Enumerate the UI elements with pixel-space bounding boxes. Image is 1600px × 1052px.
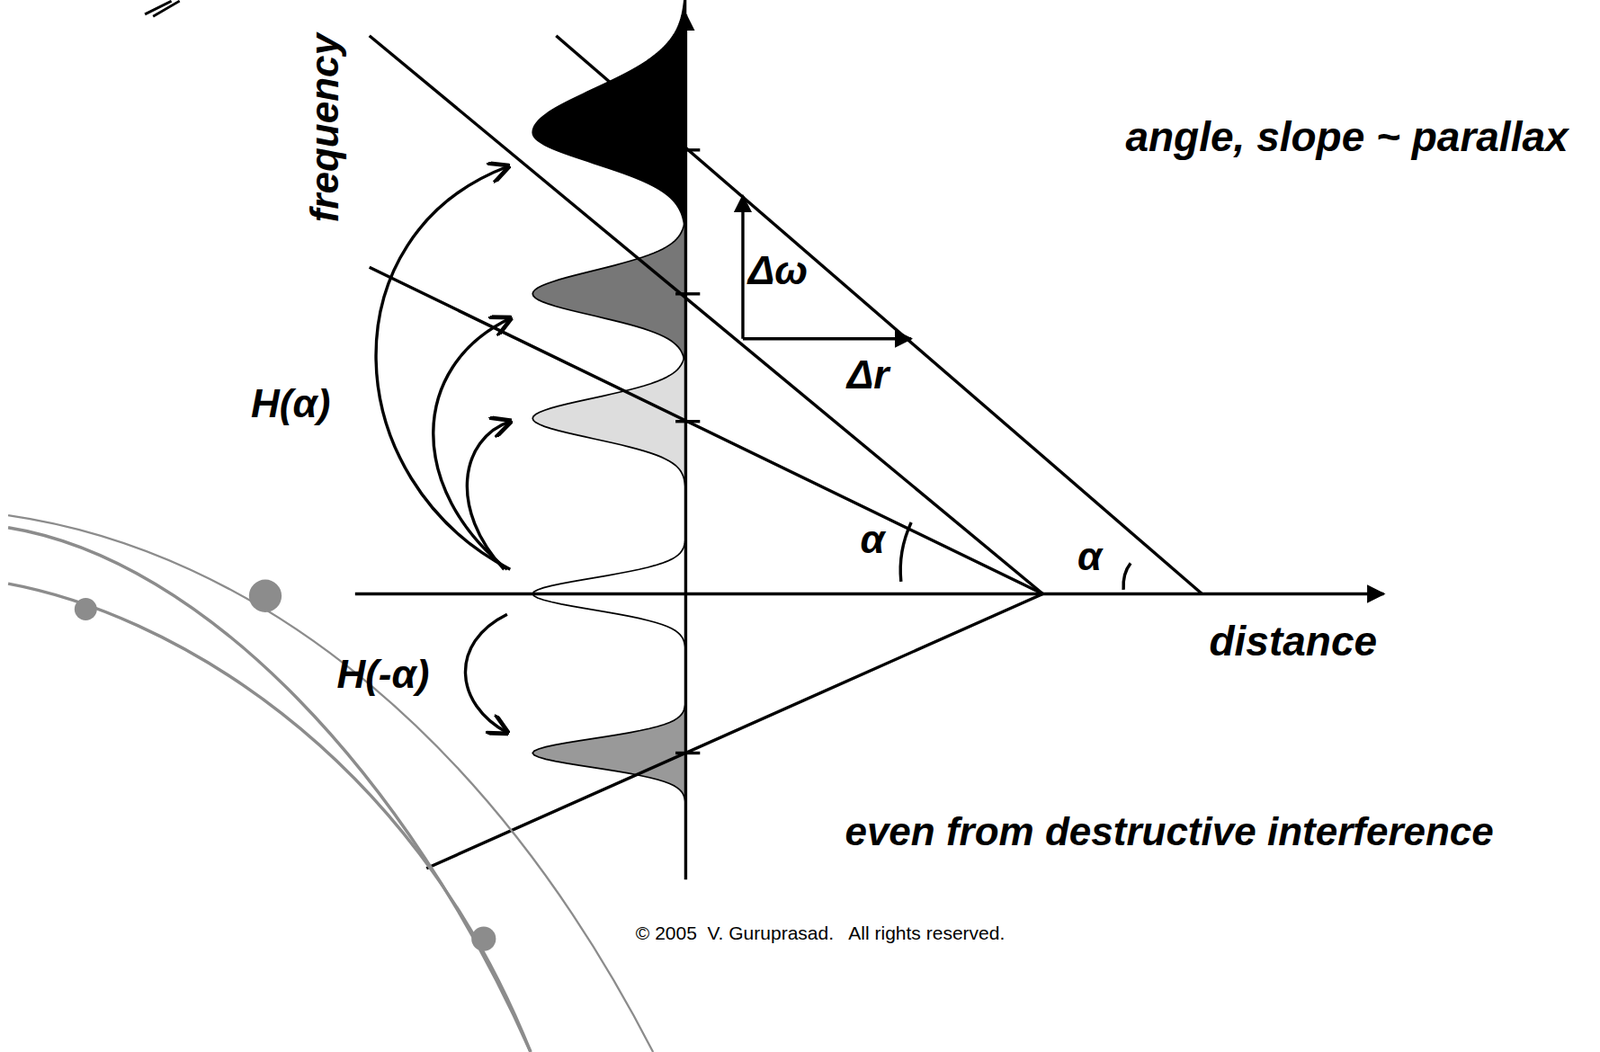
tick	[675, 292, 700, 295]
angle-label: α	[859, 518, 885, 562]
tick	[675, 751, 700, 755]
frequency-axis	[684, 14, 688, 880]
delta-omega-arrow	[741, 196, 744, 340]
planet	[471, 926, 496, 951]
dimension-label: Δω	[748, 249, 808, 293]
spectrum-curve	[532, 0, 686, 262]
copyright: © 2005 V. Guruprasad. All rights reserve…	[635, 922, 1005, 944]
orbits	[8, 515, 653, 1052]
orbit	[8, 515, 653, 1052]
tick	[675, 148, 700, 152]
transform-arrow	[433, 318, 511, 570]
angle-label: α	[1077, 535, 1102, 579]
transform-arrow	[375, 166, 510, 570]
transform-arrow	[466, 421, 510, 571]
axis-label: frequency	[303, 33, 347, 223]
angle-mark	[900, 522, 912, 582]
angle-mark	[1123, 563, 1131, 590]
dimension-label: Δr	[847, 353, 890, 397]
delta-r-arrow	[742, 337, 912, 340]
note: even from destructive interference	[844, 810, 1493, 854]
slope-line	[369, 35, 1044, 595]
planet	[74, 598, 98, 621]
axis-label: distance	[1208, 618, 1377, 665]
operator-label: H(-α)	[336, 652, 430, 697]
planets	[74, 580, 497, 952]
tick	[675, 420, 700, 423]
orbit	[8, 527, 531, 1052]
transform-arrow	[464, 614, 507, 733]
spectra	[532, 0, 686, 815]
slope-line	[555, 35, 1202, 595]
distance-axis	[355, 592, 1385, 596]
note: angle, slope ~ parallax	[1125, 114, 1568, 161]
corner-symbol	[144, 0, 180, 17]
operator-label: H(α)	[250, 382, 331, 426]
planet	[249, 580, 282, 613]
orbit	[8, 583, 531, 1052]
spectrum-curve	[532, 691, 686, 814]
